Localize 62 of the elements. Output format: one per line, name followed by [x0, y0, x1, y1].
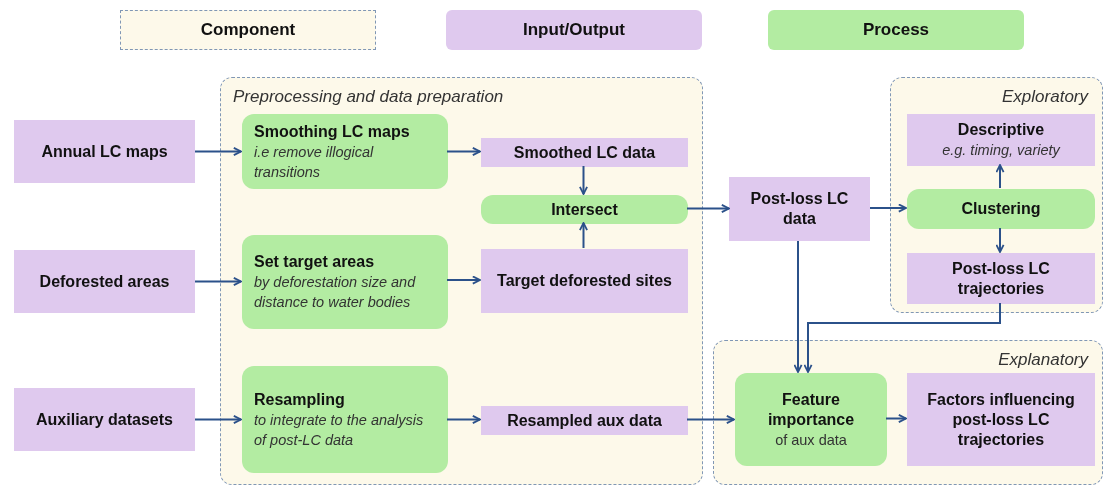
arrow — [446, 415, 481, 424]
box-title: Post-loss LC trajectories — [951, 258, 1051, 299]
arrow — [686, 204, 730, 213]
legend-item: Input/Output — [446, 10, 702, 50]
box-title: Post-loss LC data — [749, 189, 850, 229]
box-subtitle: e.g. timing, variety — [942, 141, 1060, 160]
process-box — [735, 373, 887, 466]
box-title: Factors influencing post-loss LC trajectories — [926, 389, 1076, 450]
process-box — [907, 189, 1095, 229]
group-heading: Explanatory — [998, 349, 1088, 371]
box-title: Set target areas — [254, 252, 376, 272]
legend-item: Process — [768, 10, 1024, 50]
box-title: Smoothed LC data — [513, 142, 656, 163]
process-box — [242, 235, 448, 329]
group-panel — [220, 77, 703, 485]
process-box — [242, 114, 448, 189]
process-box — [481, 195, 688, 224]
arrow — [194, 277, 242, 286]
arrow — [869, 203, 907, 213]
box-title: Smoothing LC maps — [254, 121, 411, 142]
box-title: Target deforested sites — [497, 271, 672, 291]
arrow — [686, 415, 735, 424]
box-title: Deforested areas — [39, 271, 170, 292]
arrow — [803, 302, 1001, 373]
data-box — [481, 249, 688, 313]
data-box — [907, 114, 1095, 166]
box-title: Intersect — [551, 199, 618, 220]
data-box — [481, 406, 688, 435]
box-subtitle: of aux data — [775, 430, 847, 450]
legend-item: Component — [120, 10, 376, 50]
box-subtitle: i.e remove illogical transitions — [254, 142, 375, 182]
group-heading: Exploratory — [1002, 86, 1088, 108]
data-box — [14, 120, 195, 183]
arrow — [579, 165, 588, 195]
arrow — [793, 240, 803, 373]
box-title: Annual LC maps — [41, 141, 168, 162]
arrow — [446, 275, 481, 285]
arrow — [194, 415, 242, 424]
arrow — [995, 164, 1005, 189]
box-title: Auxiliary datasets — [36, 409, 173, 430]
data-box — [907, 253, 1095, 304]
arrow — [885, 414, 907, 423]
box-title: Clustering — [961, 199, 1041, 219]
process-box — [242, 366, 448, 473]
data-box — [14, 250, 195, 313]
data-box — [907, 373, 1095, 466]
group-panel — [890, 77, 1103, 313]
box-subtitle: to integrate to the analysis of post-LC data — [254, 410, 425, 450]
arrow — [995, 227, 1005, 253]
box-title: Resampled aux data — [507, 410, 662, 431]
data-box — [729, 177, 870, 241]
box-title: Descriptive — [957, 120, 1045, 140]
box-title: Feature importance — [766, 389, 856, 430]
arrow — [194, 147, 242, 156]
arrow — [579, 222, 588, 249]
group-heading: Preprocessing and data preparation — [233, 86, 504, 108]
data-box — [481, 138, 688, 167]
group-panel — [713, 340, 1103, 485]
arrow — [446, 147, 481, 156]
box-subtitle: by deforestation size and distance to water bodies — [254, 273, 417, 312]
data-box — [14, 388, 195, 451]
box-title: Resampling — [254, 389, 346, 410]
